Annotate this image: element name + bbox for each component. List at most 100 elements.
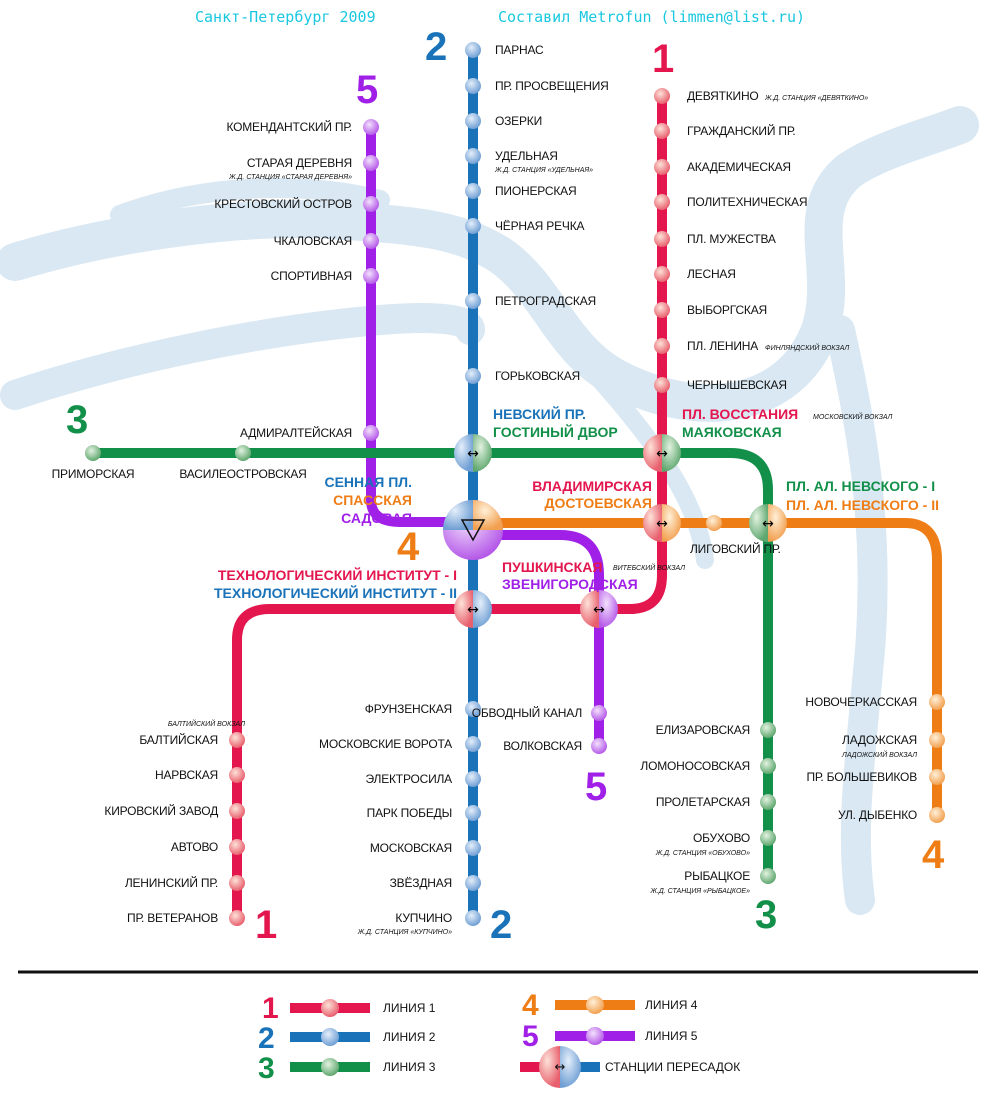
label-nevsky-prospekt: НЕВСКИЙ ПР. <box>493 405 586 422</box>
label-mayakovskaya: МАЯКОВСКАЯ <box>682 424 782 440</box>
station-marker[interactable] <box>363 425 379 441</box>
station-marker[interactable] <box>706 515 722 531</box>
station-marker[interactable] <box>760 722 776 738</box>
station-marker[interactable] <box>229 910 245 926</box>
station-marker[interactable] <box>229 732 245 748</box>
station-marker[interactable] <box>465 113 481 129</box>
station-marker[interactable] <box>465 148 481 164</box>
transfer-arrow-icon: ↔ <box>656 446 668 462</box>
transfer-nevskogo[interactable]: ↔ <box>749 504 787 542</box>
transfer-half <box>662 504 681 542</box>
line-4-track <box>473 518 942 815</box>
transfer-nevsky-gostiny[interactable]: ↔ <box>454 434 492 472</box>
station-marker[interactable] <box>235 445 251 461</box>
station-label: ЛЕСНАЯ <box>687 267 736 281</box>
station-label: ЧЁРНАЯ РЕЧКА <box>495 219 584 233</box>
station-label: ЛЕНИНСКИЙ ПР. <box>125 875 218 890</box>
line-3-track <box>93 448 773 876</box>
transfer-half <box>454 434 473 472</box>
station-marker[interactable] <box>465 910 481 926</box>
line-number-1-bottom: 1 <box>255 903 277 947</box>
station-marker[interactable] <box>465 218 481 234</box>
transfer-half <box>768 504 787 542</box>
station-label: ПР. ПРОСВЕЩЕНИЯ <box>495 79 609 93</box>
station-marker[interactable] <box>760 758 776 774</box>
station-marker[interactable] <box>465 78 481 94</box>
legend-label-5: ЛИНИЯ 5 <box>645 1029 698 1043</box>
station-marker[interactable] <box>654 231 670 247</box>
station-marker[interactable] <box>465 368 481 384</box>
legend-station-icon-1 <box>321 999 339 1017</box>
label-pushkinskaya: ПУШКИНСКАЯ <box>502 559 602 575</box>
station-label: ВОЛКОВСКАЯ <box>503 739 582 753</box>
station-marker[interactable] <box>465 805 481 821</box>
station-label: ГРАЖДАНСКИЙ ПР. <box>687 123 796 138</box>
station-marker[interactable] <box>465 701 481 717</box>
station-marker[interactable] <box>929 807 945 823</box>
station-marker[interactable] <box>363 268 379 284</box>
station-marker[interactable] <box>465 42 481 58</box>
transfer-half <box>662 434 681 472</box>
station-marker[interactable] <box>760 830 776 846</box>
transfer-sennaya-spasskaya-sadovaya[interactable] <box>443 500 503 560</box>
station-marker[interactable] <box>654 302 670 318</box>
station-label: ПАРК ПОБЕДЫ <box>367 806 452 820</box>
station-label: ЛАДОЖСКАЯ <box>842 733 917 747</box>
station-marker[interactable] <box>654 159 670 175</box>
station-label: ФРУНЗЕНСКАЯ <box>365 702 452 716</box>
transfer-vladimirskaya-dostoevskaya[interactable]: ↔ <box>643 504 681 542</box>
station-marker[interactable] <box>229 767 245 783</box>
station-marker[interactable] <box>929 769 945 785</box>
legend-number-5: 5 <box>522 1020 539 1053</box>
station-label: ЕЛИЗАРОВСКАЯ <box>656 723 750 737</box>
station-marker[interactable] <box>654 266 670 282</box>
station-note: ФИНЛЯНДСКИЙ ВОКЗАЛ <box>765 343 849 352</box>
station-marker[interactable] <box>465 840 481 856</box>
transfer-pushkinskaya-zvenigorodskaya[interactable]: ↔ <box>580 590 618 628</box>
station-label: КОМЕНДАНТСКИЙ ПР. <box>226 119 352 134</box>
station-marker[interactable] <box>229 803 245 819</box>
station-marker[interactable] <box>363 196 379 212</box>
station-marker[interactable] <box>465 293 481 309</box>
legend-label-1: ЛИНИЯ 1 <box>383 1001 436 1015</box>
station-marker[interactable] <box>465 736 481 752</box>
station-marker[interactable] <box>654 88 670 104</box>
station-marker[interactable] <box>654 194 670 210</box>
station-label: ПЕТРОГРАДСКАЯ <box>495 294 596 308</box>
line-number-4-bottom: 4 <box>922 833 945 877</box>
station-marker[interactable] <box>654 377 670 393</box>
transfer-arrow-icon: ↔ <box>762 516 774 532</box>
station-note: ЛАДОЖСКИЙ ВОКЗАЛ <box>841 750 917 759</box>
legend-station-icon-4 <box>586 996 604 1014</box>
transfer-tech-institute[interactable]: ↔ <box>454 590 492 628</box>
station-marker[interactable] <box>591 705 607 721</box>
station-marker[interactable] <box>229 875 245 891</box>
station-marker[interactable] <box>654 338 670 354</box>
label-dostoevskaya: ДОСТОЕВСКАЯ <box>545 495 652 511</box>
station-marker[interactable] <box>591 738 607 754</box>
station-marker[interactable] <box>363 155 379 171</box>
station-marker[interactable] <box>760 868 776 884</box>
station-marker[interactable] <box>929 694 945 710</box>
station-marker[interactable] <box>363 119 379 135</box>
station-label: ПОЛИТЕХНИЧЕСКАЯ <box>687 195 807 209</box>
station-marker[interactable] <box>465 875 481 891</box>
hub-sector-orange <box>473 500 503 530</box>
station-note: Ж.Д. СТАНЦИЯ «УДЕЛЬНАЯ» <box>494 167 593 174</box>
label-sadovaya: САДОВАЯ <box>341 510 412 526</box>
station-marker[interactable] <box>929 732 945 748</box>
station-marker[interactable] <box>760 794 776 810</box>
station-marker[interactable] <box>654 123 670 139</box>
station-marker[interactable] <box>85 445 101 461</box>
station-marker[interactable] <box>229 839 245 855</box>
station-marker[interactable] <box>465 771 481 787</box>
transfer-vosstaniya-mayakovskaya[interactable]: ↔ <box>643 434 681 472</box>
station-note: Ж.Д. СТАНЦИЯ «СТАРАЯ ДЕРЕВНЯ» <box>228 174 352 181</box>
line-5-track <box>366 127 604 746</box>
station-label: АКАДЕМИЧЕСКАЯ <box>687 160 791 174</box>
station-marker[interactable] <box>465 183 481 199</box>
station-label: ОБВОДНЫЙ КАНАЛ <box>472 705 582 720</box>
station-marker[interactable] <box>363 233 379 249</box>
station-label: ПИОНЕРСКАЯ <box>495 184 576 198</box>
